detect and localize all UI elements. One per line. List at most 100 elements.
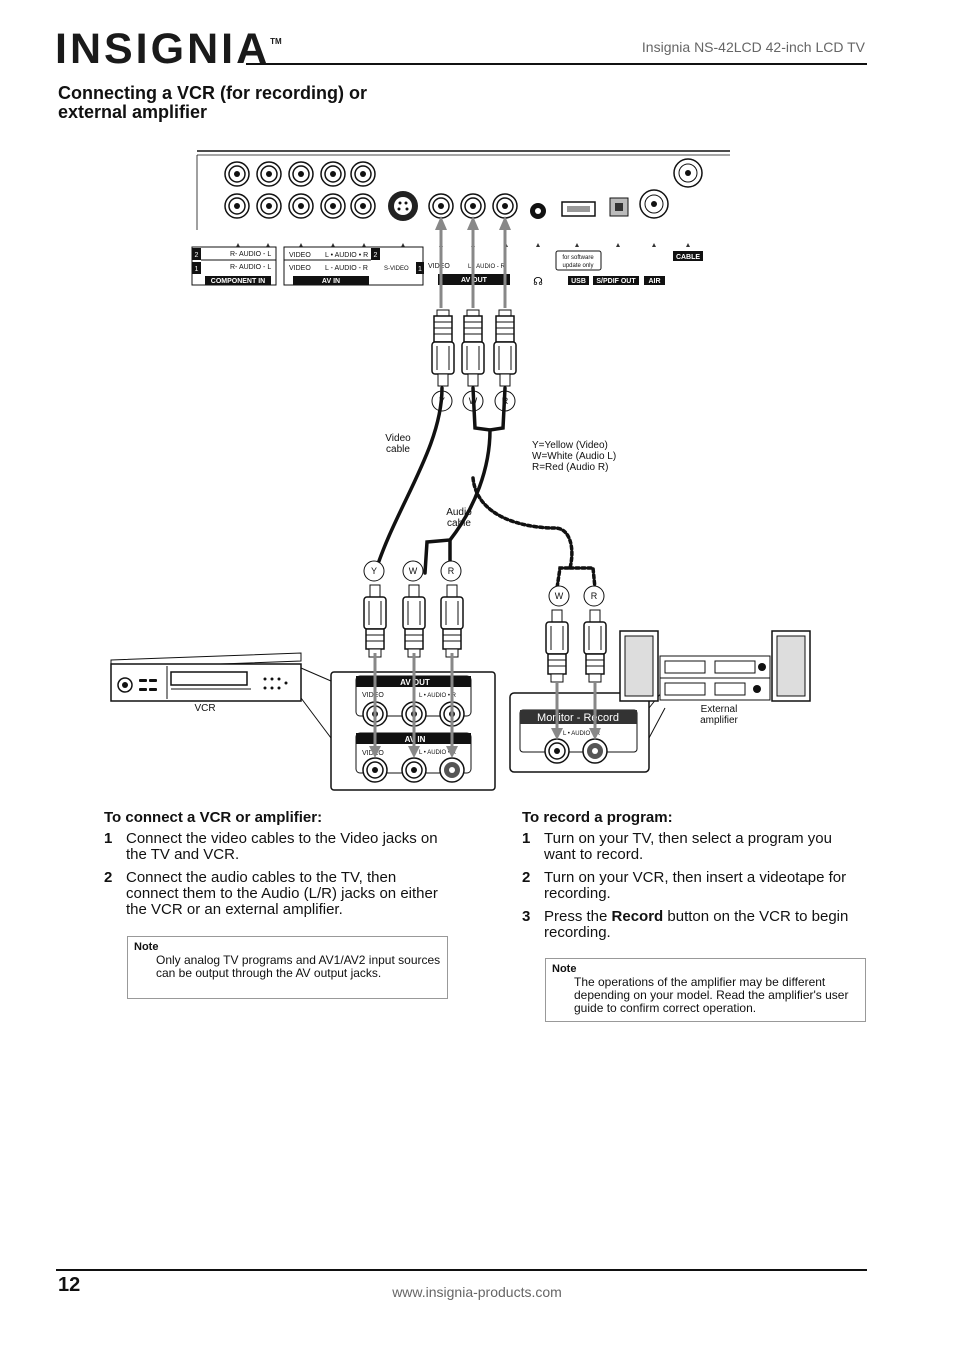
header-title: Insignia NS-42LCD 42-inch LCD TV [641, 39, 865, 55]
external-amplifier-device: External amplifier [619, 630, 811, 726]
left-column: To connect a VCR or amplifier: 1 Connect… [104, 810, 444, 925]
note-label: Note [552, 963, 577, 975]
step-text-after: button on the VCR to begin recording. [544, 908, 849, 941]
logo-text: INSIGNIA [55, 25, 271, 73]
footer-url: www.insignia-products.com [392, 1284, 562, 1300]
component-audio-label-1: R- AUDIO - L [230, 264, 271, 271]
headphone-jack [530, 203, 546, 219]
page-number: 12 [58, 1274, 81, 1296]
step-number: 2 [104, 869, 113, 886]
step-text-before: Press the [544, 908, 612, 925]
usb-label: USB [571, 278, 586, 285]
left-note: Note Only analog TV programs and AV1/AV2… [127, 936, 448, 999]
vcr-side-plug-labels: Y W R [363, 560, 462, 582]
tv-back-panel: 2 1 R- AUDIO - L R- AUDIO - L COMPONENT … [191, 150, 730, 288]
vcr-av-out-video: VIDEO [362, 692, 384, 699]
left-step-2: 2 Connect the audio cables to the TV, th… [104, 870, 444, 918]
av-in-audio-1: L - AUDIO - R [325, 265, 368, 272]
tv-connection-arrows [435, 216, 511, 308]
header-rule [246, 63, 867, 65]
note-text: Only analog TV programs and AV1/AV2 inpu… [156, 953, 441, 980]
amp-panel-callout: Monitor - Record L • AUDIO • R [509, 683, 666, 773]
footer-rule [56, 1269, 867, 1271]
amp-audio-label: L • AUDIO • R [563, 731, 601, 737]
plug-y-bottom: Y [371, 566, 377, 576]
software-update-label-2: update only [562, 263, 593, 269]
component-num-2: 2 [195, 252, 199, 259]
audio-cable-label-2: cable [447, 518, 471, 529]
step-number: 2 [522, 869, 531, 886]
s-video-jack [388, 191, 418, 221]
right-step-2: 2 Turn on your VCR, then insert a videot… [522, 870, 862, 902]
logo-tm: TM [270, 37, 282, 46]
vcr-label: VCR [194, 703, 215, 714]
spdif-port [609, 197, 629, 217]
right-heading: To record a program: [522, 809, 673, 826]
step-text: Connect the video cables to the Video ja… [126, 830, 438, 863]
usb-port [561, 201, 596, 217]
av-out-audio-label: L - AUDIO - R [468, 264, 505, 270]
av-in-num-1: 1 [418, 266, 422, 273]
vcr-av-in-audio: L • AUDIO • R [419, 750, 457, 756]
av-out-video-label: VIDEO [428, 263, 450, 270]
plug-w-bottom: W [409, 566, 418, 576]
record-button-name: Record [611, 908, 664, 925]
headphone-icon: ☊ [533, 275, 543, 288]
component-in-label: COMPONENT IN [211, 278, 265, 285]
legend-white: W=White (Audio L) [532, 451, 616, 462]
color-legend: Y=Yellow (Video) W=White (Audio L) R=Red… [532, 440, 616, 473]
av-out-jacks [428, 193, 518, 219]
step-text: Turn on your TV, then select a program y… [544, 830, 832, 863]
video-cable-label-2: cable [386, 444, 410, 455]
component-num-1: 1 [195, 266, 199, 273]
tv-side-plugs [431, 309, 517, 387]
component-jacks-row1 [224, 161, 376, 187]
component-audio-label-2: R- AUDIO - L [230, 251, 271, 258]
right-note: Note The operations of the amplifier may… [545, 958, 866, 1022]
step-number: 3 [522, 908, 531, 925]
software-update-label-1: for software [562, 255, 594, 261]
left-heading: To connect a VCR or amplifier: [104, 809, 323, 826]
cable-input-label: CABLE [676, 254, 700, 261]
video-cable [373, 386, 444, 575]
vcr-side-plugs [363, 584, 464, 658]
spdif-label: S/PDIF OUT [596, 278, 636, 285]
step-text: Turn on your VCR, then insert a videotap… [544, 869, 847, 902]
av-in-audio-2: L • AUDIO • R [325, 252, 368, 259]
section-title: Connecting a VCR (for recording) or exte… [58, 83, 368, 122]
step-number: 1 [104, 830, 113, 847]
right-step-1: 1 Turn on your TV, then select a program… [522, 831, 862, 863]
plug-w-amp: W [555, 591, 564, 601]
right-step-3: 3 Press the Record button on the VCR to … [522, 909, 862, 941]
av-in-video-2: VIDEO [289, 252, 311, 259]
insignia-logo: INSIGNIATM [55, 28, 282, 71]
av-in-num-2: 2 [374, 252, 378, 259]
small-port-labels: USB S/PDIF OUT AIR CABLE [568, 251, 703, 285]
step-text: Connect the audio cables to the TV, then… [126, 869, 438, 918]
video-cable-label-1: Video [385, 433, 411, 444]
vcr-av-out-audio: L • AUDIO • R [419, 693, 457, 699]
connection-diagram: 2 1 R- AUDIO - L R- AUDIO - L COMPONENT … [110, 150, 811, 791]
legend-red: R=Red (Audio R) [532, 462, 608, 473]
component-jacks-row2 [224, 193, 376, 219]
av-in-video-1: VIDEO [289, 265, 311, 272]
cables [373, 386, 597, 590]
step-number: 1 [522, 830, 531, 847]
amp-monitor-record-label: Monitor - Record [537, 712, 619, 724]
audio-cable-label-1: Audio [446, 507, 472, 518]
external-amp-label-1: External [701, 704, 738, 715]
av-in-label-box: 2 1 VIDEO L • AUDIO • R VIDEO L - AUDIO … [283, 246, 424, 286]
amp-side-plug-labels: W R [548, 585, 605, 607]
port-arrows [236, 243, 690, 247]
note-label: Note [134, 941, 159, 953]
component-in-label-box: 2 1 R- AUDIO - L R- AUDIO - L COMPONENT … [191, 246, 277, 286]
s-video-label: S-VIDEO [384, 266, 409, 272]
note-text: The operations of the amplifier may be d… [574, 975, 849, 1015]
coax-cable-jack [673, 158, 703, 188]
audio-cable-amp-split [568, 566, 597, 590]
air-label: AIR [648, 278, 660, 285]
legend-yellow: Y=Yellow (Video) [532, 440, 608, 451]
av-in-label: AV IN [322, 278, 340, 285]
amp-side-plugs [545, 609, 607, 683]
coax-air-jack [639, 189, 669, 219]
